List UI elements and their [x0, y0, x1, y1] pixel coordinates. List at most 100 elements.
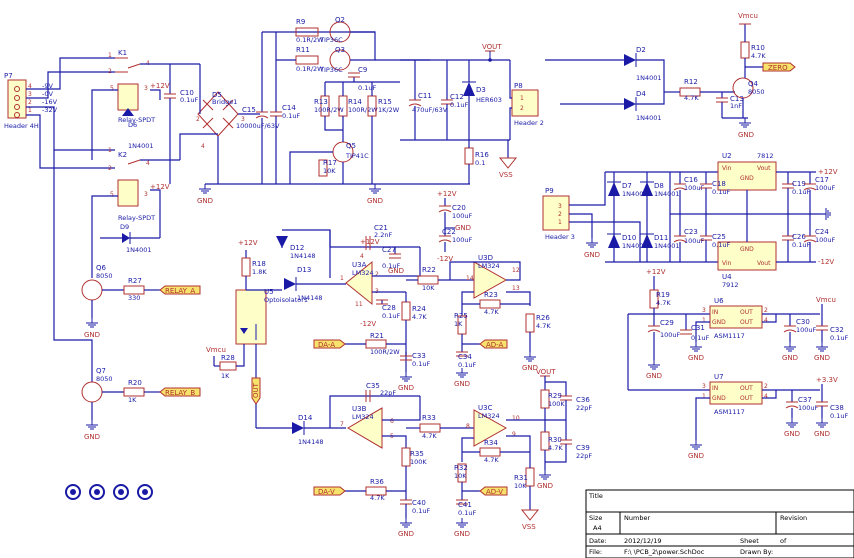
svg-text:Vmcu: Vmcu — [206, 346, 226, 354]
capacitor-c33: C33 0.1uF GND — [398, 352, 430, 392]
connector-p8: 1 2 P8 Header 2 — [509, 60, 544, 140]
svg-text:100R/2W: 100R/2W — [370, 348, 400, 356]
svg-text:C16: C16 — [684, 176, 698, 184]
svg-text:D5: D5 — [212, 91, 222, 99]
diode-d14: D14 1N4148 — [255, 395, 420, 446]
svg-text:GND: GND — [712, 395, 726, 402]
svg-text:1: 1 — [702, 393, 706, 400]
svg-text:0.1uF: 0.1uF — [450, 101, 468, 109]
svg-text:C27: C27 — [382, 246, 396, 254]
tb-number-label: Number — [624, 514, 650, 522]
svg-text:4.7K: 4.7K — [412, 313, 427, 321]
capacitor-c32: Vmcu C32 0.1uF GND — [814, 296, 848, 362]
svg-text:D6: D6 — [128, 121, 137, 129]
svg-text:D13: D13 — [297, 266, 311, 274]
svg-text:100R/2W: 100R/2W — [314, 106, 344, 114]
svg-text:4.7K: 4.7K — [548, 444, 563, 452]
svg-text:13: 13 — [512, 285, 520, 292]
svg-text:C14: C14 — [282, 104, 296, 112]
svg-text:Q5: Q5 — [346, 142, 356, 150]
tb-of-label: of — [780, 537, 787, 545]
svg-text:AD-V: AD-V — [486, 488, 503, 496]
svg-text:GND: GND — [398, 384, 414, 392]
svg-text:LM324: LM324 — [352, 413, 374, 421]
svg-text:4.7K: 4.7K — [484, 456, 499, 464]
net-vss: VSS — [498, 140, 518, 179]
svg-text:10K: 10K — [422, 284, 435, 292]
svg-text:LM324: LM324 — [478, 262, 500, 270]
capacitor-c31: C31 0.1uF GND — [680, 314, 709, 362]
svg-text:1N4001: 1N4001 — [126, 246, 152, 254]
regulator-u6: U6 ASM1117 IN OUT GND OUT 3 2 1 4 — [702, 297, 768, 340]
capacitor-c36: C36 22pF — [560, 395, 592, 440]
capacitor-c34: C34 0.1uF GND — [454, 344, 476, 388]
svg-text:OUT: OUT — [740, 385, 753, 392]
capacitor-c21: C21 2.2nF — [365, 224, 392, 250]
svg-text:R17: R17 — [323, 159, 337, 167]
svg-text:1N4148: 1N4148 — [298, 438, 324, 446]
svg-text:Bridge1: Bridge1 — [212, 98, 237, 106]
svg-text:Vin: Vin — [722, 260, 732, 267]
svg-text:470uF/63V: 470uF/63V — [412, 106, 448, 114]
svg-text:GND: GND — [584, 251, 600, 259]
resistor-r19: R22 10K — [406, 266, 474, 292]
svg-text:GND: GND — [454, 380, 470, 388]
svg-text:2: 2 — [196, 116, 200, 123]
svg-text:4: 4 — [146, 160, 150, 167]
svg-text:0.1uF: 0.1uF — [830, 334, 848, 342]
svg-text:100uF: 100uF — [452, 236, 473, 244]
svg-text:U3B: U3B — [352, 405, 367, 413]
svg-text:C38: C38 — [830, 404, 844, 412]
svg-text:2: 2 — [520, 105, 524, 112]
svg-text:R29: R29 — [548, 392, 562, 400]
svg-text:4.7K: 4.7K — [536, 322, 551, 330]
capacitor-c29: C29 100uF GND — [646, 314, 681, 380]
diode-d13: D13 1N4148 — [284, 266, 346, 302]
svg-text:Vmcu: Vmcu — [816, 296, 836, 304]
svg-text:Vout: Vout — [757, 165, 771, 172]
svg-text:4.7K: 4.7K — [656, 299, 671, 307]
svg-text:GND: GND — [197, 197, 213, 205]
svg-text:0.1uF: 0.1uF — [691, 334, 709, 342]
svg-text:C29: C29 — [660, 319, 674, 327]
svg-text:7: 7 — [340, 421, 344, 428]
capacitor-c9: C9 0.1uF — [348, 66, 376, 92]
svg-text:3: 3 — [28, 91, 32, 98]
svg-text:+12V: +12V — [150, 183, 170, 191]
tb-title-label: Title — [588, 492, 603, 500]
svg-text:AD-A: AD-A — [486, 341, 504, 349]
capacitor-c39: C39 22pF — [545, 439, 592, 463]
opamp-u3a: U3A LM324 123 411 — [329, 230, 420, 308]
svg-text:R28: R28 — [221, 354, 235, 362]
svg-text:D12: D12 — [290, 244, 304, 252]
svg-text:9: 9 — [512, 431, 516, 438]
svg-text:1: 1 — [520, 95, 524, 102]
svg-text:GND: GND — [738, 131, 754, 139]
capacitor-c13: C13 1nF — [716, 92, 744, 118]
svg-text:100uF: 100uF — [684, 184, 705, 192]
svg-text:8050: 8050 — [96, 375, 113, 383]
svg-text:100uF: 100uF — [660, 331, 681, 339]
svg-text:+12V: +12V — [646, 268, 666, 276]
svg-text:2: 2 — [375, 271, 379, 278]
svg-text:C10: C10 — [180, 89, 194, 97]
svg-text:100uF: 100uF — [796, 326, 817, 334]
net-zero: ZERO — [745, 62, 796, 72]
svg-text:GND: GND — [388, 267, 404, 275]
svg-text:4: 4 — [201, 143, 205, 150]
capacitor-c20: +12V C20 100uF GND — [437, 190, 473, 232]
capacitor-c11: C11 470uF/63V — [408, 60, 448, 140]
tb-drawn-label: Drawn By: — [740, 548, 773, 556]
svg-text:Q6: Q6 — [96, 264, 107, 272]
diode-d2: D2 1N4001 — [624, 46, 662, 82]
svg-text:1N4148: 1N4148 — [290, 252, 316, 260]
capacitor-c15: C15 10000uF/63V — [236, 32, 280, 184]
capacitor-c38: +3.3V C38 0.1uF GND — [814, 376, 848, 438]
svg-text:Header 3: Header 3 — [545, 233, 575, 241]
svg-text:11: 11 — [355, 301, 363, 308]
svg-text:4.7K: 4.7K — [684, 94, 699, 102]
svg-text:GND: GND — [84, 433, 100, 441]
capacitor-c25: C25 0.1uF — [700, 214, 730, 262]
resistor-r21: +12V R19 4.7K — [646, 268, 671, 314]
svg-text:R30: R30 — [548, 436, 562, 444]
